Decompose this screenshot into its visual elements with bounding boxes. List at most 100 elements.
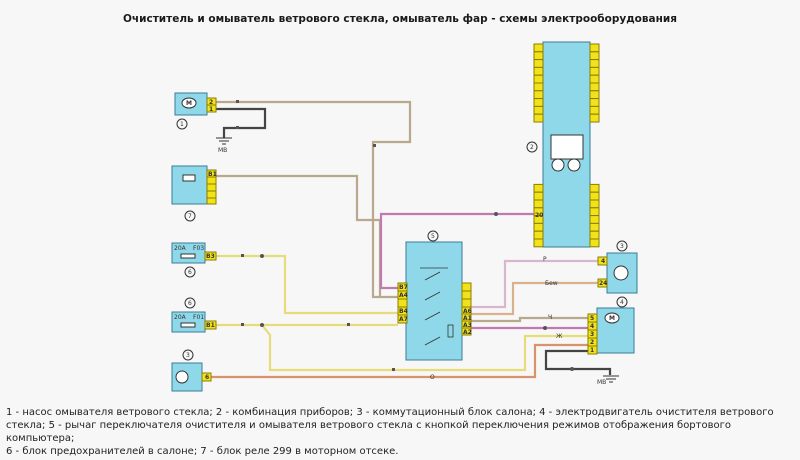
svg-text:A2: A2 <box>463 329 472 336</box>
svg-text:MB: MB <box>218 147 227 154</box>
wire-label-bew: Бew <box>545 280 558 287</box>
wire-c2-to-c5 <box>379 212 534 290</box>
connector-pin <box>589 82 600 92</box>
wire-c5-a6-to-c3 <box>470 259 598 309</box>
connector-pin <box>589 66 600 76</box>
svg-text:2: 2 <box>530 144 534 151</box>
connector-pin <box>533 43 544 53</box>
connector-pin <box>533 66 544 76</box>
connector-pin <box>589 230 600 240</box>
connector-pin <box>533 230 544 240</box>
wire-c5-a1-to-c3 <box>470 281 598 316</box>
svg-text:F01: F01 <box>193 314 204 321</box>
svg-text:A3: A3 <box>463 322 472 329</box>
wire-label-g: Ж <box>556 333 563 340</box>
connector-pin <box>589 191 600 201</box>
diagram-title: Очиститель и омыватель ветрового стекла,… <box>123 13 677 25</box>
connector-pin <box>533 191 544 201</box>
connector-pin <box>589 74 600 84</box>
svg-text:3: 3 <box>620 243 624 250</box>
svg-text:7: 7 <box>188 213 192 220</box>
connector-pin <box>533 51 544 61</box>
connector-pin <box>533 90 544 100</box>
svg-text:A4: A4 <box>399 292 408 299</box>
wire-fuse-f03 <box>216 254 398 315</box>
svg-text:2: 2 <box>209 99 213 106</box>
wire-label-p: P <box>543 256 547 263</box>
connector-pin <box>589 98 600 107</box>
connector-pin <box>589 59 600 68</box>
svg-text:20: 20 <box>535 212 543 219</box>
svg-text:4: 4 <box>590 323 594 330</box>
component-instrument-cluster: 20 2 <box>526 41 600 248</box>
component-relay-block: B1 7 <box>171 165 217 222</box>
connector-pin <box>589 113 600 123</box>
component-wiper-motor: M 5 4 3 2 1 4 MB <box>587 296 635 386</box>
svg-text:6: 6 <box>188 300 192 307</box>
svg-text:3: 3 <box>186 352 190 359</box>
component-fuse-f03: 20A F03 B3 6 <box>171 242 217 278</box>
svg-text:F03: F03 <box>193 245 204 252</box>
connector-pin <box>533 59 544 68</box>
svg-text:3: 3 <box>590 331 594 338</box>
connector-pin <box>533 82 544 92</box>
wire-c1-to-c5 <box>216 100 412 299</box>
wire-c3-to-c4 <box>211 343 588 379</box>
svg-text:20A: 20A <box>174 314 187 321</box>
svg-text:MB: MB <box>597 379 606 386</box>
svg-text:B4: B4 <box>399 308 408 315</box>
svg-text:A6: A6 <box>463 308 472 315</box>
svg-text:20A: 20A <box>174 245 187 252</box>
svg-text:M: M <box>609 315 615 322</box>
connector-pin <box>533 113 544 123</box>
svg-text:6: 6 <box>205 374 209 381</box>
ground-icon <box>216 137 232 145</box>
connector-pin <box>533 98 544 107</box>
svg-text:1: 1 <box>209 106 213 113</box>
svg-text:1: 1 <box>180 121 184 128</box>
connector-pin <box>589 183 600 193</box>
svg-text:5: 5 <box>431 233 435 240</box>
motor-symbol: M <box>186 100 192 107</box>
connector-pin <box>589 43 600 53</box>
connector-pin <box>589 207 600 217</box>
connector-pin <box>533 74 544 84</box>
connector-pin <box>589 105 600 115</box>
connector-pin <box>533 199 544 209</box>
svg-text:2: 2 <box>590 339 594 346</box>
connector-pin <box>589 215 600 224</box>
svg-text:6: 6 <box>188 269 192 276</box>
svg-text:B7: B7 <box>399 284 408 291</box>
wire-fuse-f01-branch <box>261 324 588 372</box>
diagram-caption: 1 - насос омывателя ветрового стекла; 2 … <box>6 407 774 457</box>
wiring-diagram: P Бew Ч Ж О M 2 1 1 MB B1 7 20A F03 B3 <box>171 41 638 392</box>
svg-text:1: 1 <box>590 347 594 354</box>
connector-pin <box>533 222 544 232</box>
wire-label-ch: Ч <box>548 314 552 321</box>
wire-c7-to-c5 <box>216 174 382 297</box>
svg-text:5: 5 <box>590 315 594 322</box>
svg-text:4: 4 <box>620 299 624 306</box>
component-wiper-switch: B7 A4 B4 A7 A6 A1 A3 A2 5 <box>397 230 472 361</box>
connector-pin <box>533 183 544 193</box>
connector-pin <box>589 222 600 232</box>
connector-pin <box>589 199 600 209</box>
component-fuse-f01: 20A F01 B1 6 <box>171 297 217 333</box>
component-washer-pump: M 2 1 1 MB <box>174 92 232 154</box>
wire-c5-a3-to-c4 <box>470 316 588 323</box>
svg-text:A1: A1 <box>463 315 472 322</box>
svg-text:4: 4 <box>601 258 605 265</box>
connector-pin <box>589 238 600 248</box>
wire-c1-ground <box>216 107 267 138</box>
svg-text:B1: B1 <box>206 322 215 329</box>
svg-text:24: 24 <box>599 280 607 287</box>
connector-pin <box>589 51 600 61</box>
svg-text:B1: B1 <box>208 171 217 178</box>
svg-text:B3: B3 <box>206 253 215 260</box>
connector-pin <box>533 105 544 115</box>
svg-text:A7: A7 <box>399 316 408 323</box>
ground-icon <box>603 375 619 383</box>
wire-c4-ground <box>544 349 612 375</box>
component-switch-block-right: 4 24 3 <box>597 240 638 294</box>
connector-pin <box>589 90 600 100</box>
